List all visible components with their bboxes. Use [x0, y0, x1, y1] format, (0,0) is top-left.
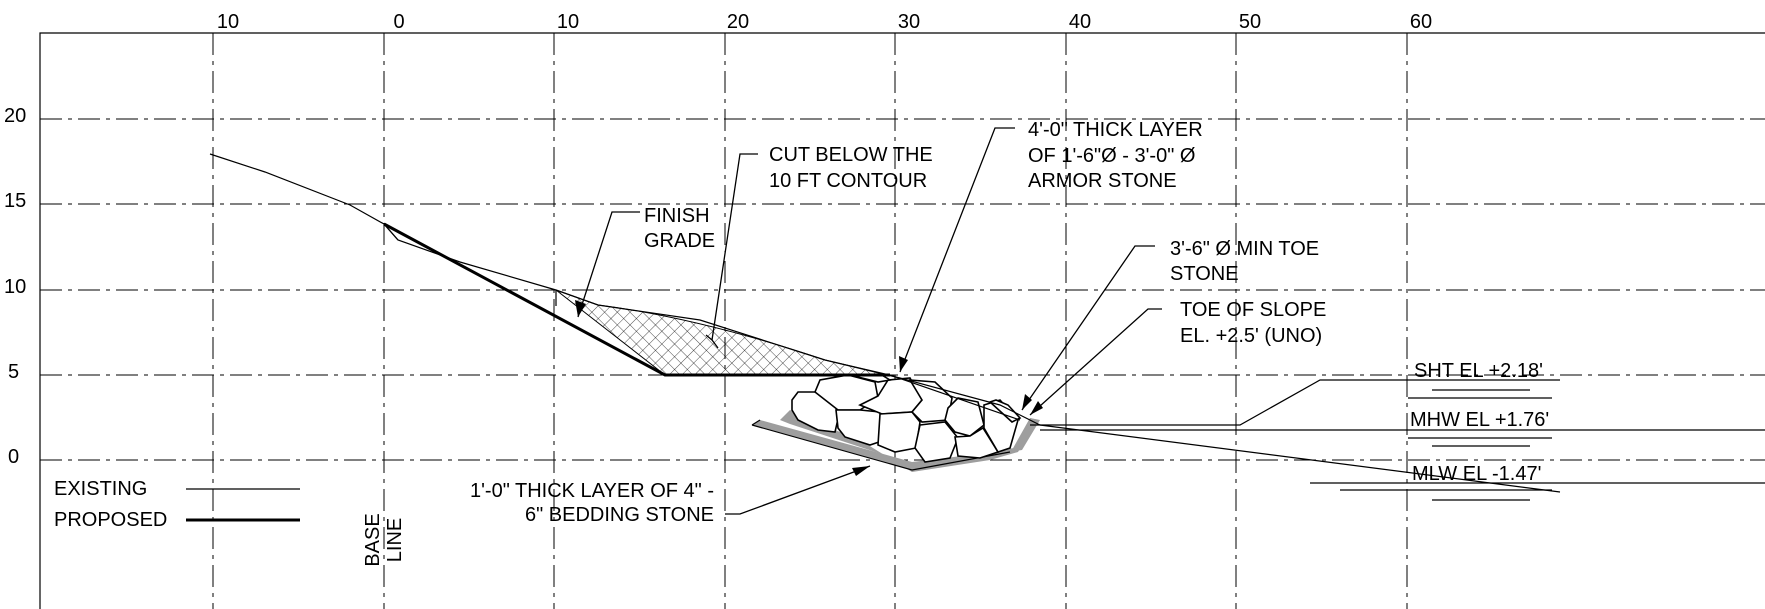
x-tick-label: 20 — [727, 11, 749, 33]
bedding-leader — [725, 465, 871, 515]
finish-grade-label-1: FINISH — [644, 205, 710, 227]
bedding-arrow — [852, 466, 870, 476]
proposed-grade-line — [383, 222, 890, 377]
y-tick-label: 0 — [8, 446, 19, 468]
x-axis-labels: 10 0 10 20 30 40 50 60 — [217, 11, 1432, 33]
armor-label-1: 4'-0" THICK LAYER — [1028, 119, 1203, 141]
baseline-label-1: BASE — [362, 513, 384, 566]
leaders — [575, 127, 1162, 515]
bedding-edge — [751, 419, 761, 426]
legend-existing-label: EXISTING — [54, 478, 147, 500]
x-tick-label: 40 — [1069, 11, 1091, 33]
y-tick-label: 15 — [4, 190, 26, 212]
toe-of-slope-arrow — [1030, 401, 1043, 415]
toe-of-slope-label-1: TOE OF SLOPE — [1180, 299, 1326, 321]
finish-grade-leader — [577, 211, 640, 318]
mlw-label: MLW EL -1.47' — [1412, 463, 1541, 485]
armor-label-2: OF 1'-6"Ø - 3'-0" Ø — [1028, 145, 1195, 167]
grid — [40, 33, 1765, 609]
armor-stone — [908, 379, 953, 423]
mhw-label: MHW EL +1.76' — [1410, 409, 1549, 431]
armor-stones — [791, 373, 1022, 463]
x-tick-label: 10 — [557, 11, 579, 33]
armor-stone — [944, 397, 985, 437]
x-tick-label: 10 — [217, 11, 239, 33]
proposed-armor-slope — [889, 374, 1021, 421]
bedding-label-1: 1'-0" THICK LAYER OF 4" - — [470, 480, 714, 502]
sht-leader — [1030, 379, 1560, 426]
toe-of-slope-leader — [1029, 308, 1162, 416]
armor-arrow — [899, 356, 908, 372]
armor-label-3: ARMOR STONE — [1028, 170, 1177, 192]
finish-grade-arrow — [575, 300, 586, 317]
cut-below-label-1: CUT BELOW THE — [769, 144, 933, 166]
toe-of-slope-label-2: EL. +2.5' (UNO) — [1180, 325, 1322, 347]
armor-stone — [877, 411, 921, 453]
y-axis-labels: 20 15 10 5 0 — [4, 105, 26, 468]
x-tick-label: 0 — [393, 11, 404, 33]
sht-label: SHT EL +2.18' — [1414, 360, 1543, 382]
x-tick-label: 30 — [898, 11, 920, 33]
legend-proposed-label: PROPOSED — [54, 509, 167, 531]
baseline-label-2: LINE — [384, 518, 406, 562]
drawing-border — [39, 32, 1765, 609]
water-levels — [1030, 379, 1765, 501]
x-tick-label: 60 — [1410, 11, 1432, 33]
cut-region — [555, 289, 891, 376]
existing-grade-line — [209, 153, 1561, 493]
cut-below-leader — [711, 153, 758, 341]
toe-stone-leader — [1021, 245, 1155, 411]
bedding-label-2: 6" BEDDING STONE — [525, 504, 714, 526]
y-tick-label: 10 — [4, 276, 26, 298]
cut-below-tick — [705, 334, 719, 349]
finish-grade-label-2: GRADE — [644, 230, 715, 252]
cut-below-label-2: 10 FT CONTOUR — [769, 170, 927, 192]
toe-stone-arrow — [1022, 394, 1032, 410]
toe-stone-label-2: STONE — [1170, 263, 1239, 285]
toe-stone-label-1: 3'-6" Ø MIN TOE — [1170, 238, 1319, 260]
armor-stone — [914, 421, 959, 463]
x-tick-label: 50 — [1239, 11, 1261, 33]
armor-leader — [899, 127, 1015, 373]
y-tick-label: 5 — [8, 361, 19, 383]
y-tick-label: 20 — [4, 105, 26, 127]
